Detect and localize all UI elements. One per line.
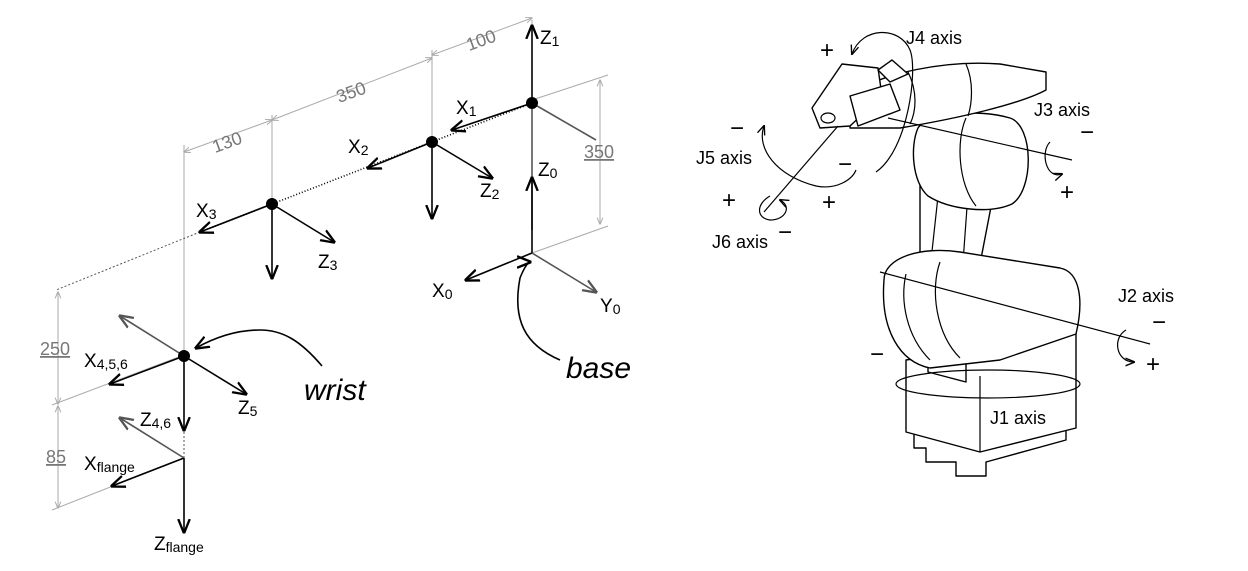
label-z0: Z0 [538,160,558,181]
dim-350-vertical: 350 [584,142,614,162]
x2-arrow [368,141,433,168]
j3-axis-line [887,117,1073,161]
shoulder-housing [882,249,1081,369]
label-j2-axis: J2 axis [1118,286,1174,306]
upper-arm-band-2 [965,63,973,117]
y0-arrow [531,252,596,292]
shoulder-curve-1 [903,273,931,361]
wrist-pointer [196,329,323,367]
j2-axis-line [879,271,1151,345]
x1-arrow [452,102,533,130]
label-z2: Z2 [480,181,500,202]
label-x3: X3 [196,201,217,222]
j4-rotation-arrow [852,31,914,173]
j6-minus-sign: − [778,219,792,246]
label-x2: X2 [348,137,369,158]
label-x1: X1 [456,98,477,119]
frame-2 [368,136,492,218]
j4-minus-sign: − [838,151,852,178]
label-x456: X4,5,6 [84,351,128,372]
rotation-arrows [758,31,1135,399]
dimension-lines [58,18,600,508]
label-x0: X0 [432,281,453,302]
flange-face [820,112,836,124]
dim-100: 100 [464,26,499,55]
joint-2-dot [426,136,438,148]
base-pointer [516,262,561,361]
j2-minus-sign: − [1152,309,1166,336]
x3-arrow [200,203,273,232]
z2-arrow [431,141,492,178]
label-z1: Z1 [540,28,560,49]
frame-wrist [110,316,246,430]
upper-arm-band-1 [907,71,916,125]
label-z46: Z4,6 [140,410,171,431]
label-z3: Z3 [318,252,338,273]
xflange-arrow [112,457,185,486]
j3-plus-sign: + [1060,179,1074,206]
dim-85: 85 [46,447,66,467]
joint-3-dot [266,198,278,210]
j1-rotation-ring [895,369,1081,399]
j2-rotation-arrow [1117,329,1134,362]
j3-rotation-arrow [1044,141,1062,175]
dim-250: 250 [40,339,70,359]
label-xflange: Xflange [84,454,135,475]
label-j6-axis: J6 axis [712,232,768,252]
j5-plus-sign: + [822,189,836,216]
joint-1-dot [526,97,538,109]
direction-signs: + − − + + − − + − + − [722,37,1166,378]
z3-arrow [271,203,334,242]
callouts: base wrist [196,262,631,407]
label-z5: Z5 [238,398,258,419]
x456-arrow [110,355,185,384]
j3-minus-sign: − [1080,119,1094,146]
dim-350-horizontal: 350 [334,78,369,107]
dim-130: 130 [210,128,245,157]
wrist-dot [178,350,190,362]
callout-wrist: wrist [304,374,367,407]
yflange-arrow [120,418,185,459]
label-zflange: Zflange [154,534,204,555]
label-y0: Y0 [600,296,621,317]
label-j1-axis: J1 axis [990,408,1046,428]
j4-plus-sign: + [820,37,834,64]
axis-labels: J4 axis J3 axis J5 axis J6 axis J2 axis … [696,28,1174,428]
label-j5-axis: J5 axis [696,148,752,168]
kinematic-diagram: 100 350 130 350 250 85 [40,18,631,555]
frame-1 [452,26,597,230]
j1-minus-sign: − [870,341,884,368]
label-j4-axis: J4 axis [906,28,962,48]
y5-arrow [120,316,185,357]
wrist-cap [877,59,909,83]
label-j3-axis: J3 axis [1034,100,1090,120]
x0-arrow [466,252,533,280]
j6-rotation-arrow [758,195,787,221]
frame-3 [200,198,334,278]
wrist-joint [849,83,901,127]
frame-flange [112,418,184,532]
callout-base: base [566,352,631,385]
frame-labels: Z1 X1 X2 Z2 Z0 X3 Z3 X0 Y0 X4,5,6 Z5 Z4,… [84,28,621,555]
shoulder-curve-2 [934,261,961,359]
elbow-curve [959,117,977,207]
shoulder [882,249,1081,369]
robot-illustration: J4 axis J3 axis J5 axis J6 axis J2 axis … [696,28,1174,477]
axis-lines [763,117,1151,345]
robot-wrist [811,59,909,129]
j5-rotation-arrow [762,126,857,188]
z5-arrow [183,355,246,394]
y1-ray [531,102,597,141]
j6-axis-line [763,125,839,213]
j2-plus-sign: + [1146,351,1160,378]
j5-minus-sign: − [730,115,744,142]
j6-plus-sign: + [722,187,736,214]
